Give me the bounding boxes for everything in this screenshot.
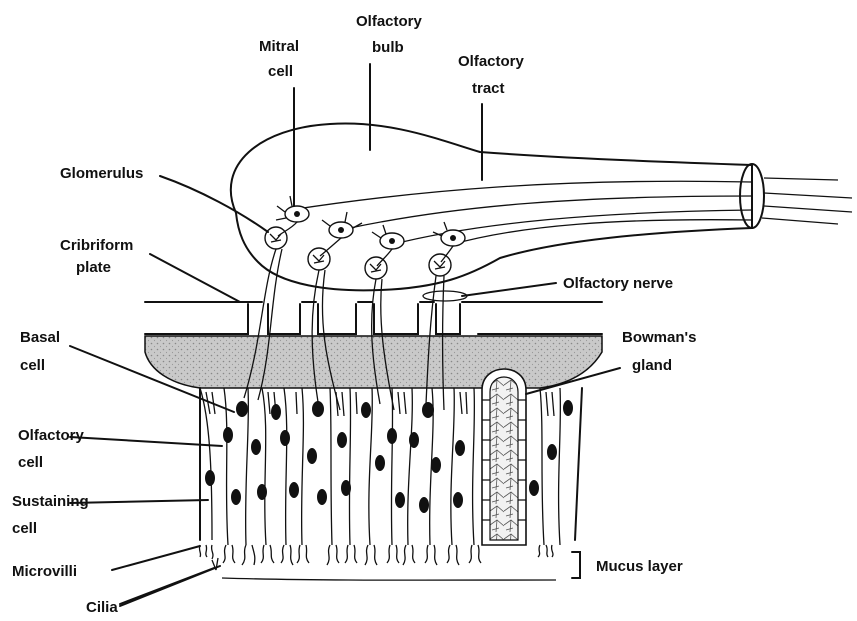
mitral-cell [433, 222, 465, 246]
label-sustaining-cell: Sustaining cell [12, 493, 93, 537]
label-olfactory-cell: Olfactory cell [18, 427, 88, 471]
mucus-layer-bracket [572, 552, 580, 578]
label-cilia: Cilia [86, 599, 118, 616]
mitral-cell [276, 196, 309, 222]
label-microvilli: Microvilli [12, 563, 77, 580]
label-olfactory-tract: Olfactory tract [458, 53, 528, 97]
olfactory-epithelium [199, 249, 582, 580]
glomeruli [265, 222, 453, 279]
cribriform-plate [145, 302, 602, 334]
cilia-and-microvilli [199, 545, 553, 570]
label-bowmans-gland: Bowman's gland [622, 329, 701, 374]
mucus-surface [222, 578, 556, 580]
label-mucus-layer: Mucus layer [596, 558, 683, 575]
mitral-cell [322, 212, 362, 238]
olfactory-nerve-bundle [423, 291, 467, 301]
label-basal-cell: Basal cell [20, 329, 64, 374]
label-cribriform-plate: Cribriform plate [60, 237, 138, 276]
label-glomerulus: Glomerulus [60, 165, 143, 182]
bowmans-gland [482, 369, 526, 545]
label-olfactory-nerve: Olfactory nerve [563, 275, 673, 292]
mitral-cells [276, 196, 465, 249]
mitral-cell [372, 225, 404, 249]
label-olfactory-bulb: Olfactory bulb [356, 13, 426, 56]
label-mitral-cell: Mitral cell [259, 38, 303, 80]
